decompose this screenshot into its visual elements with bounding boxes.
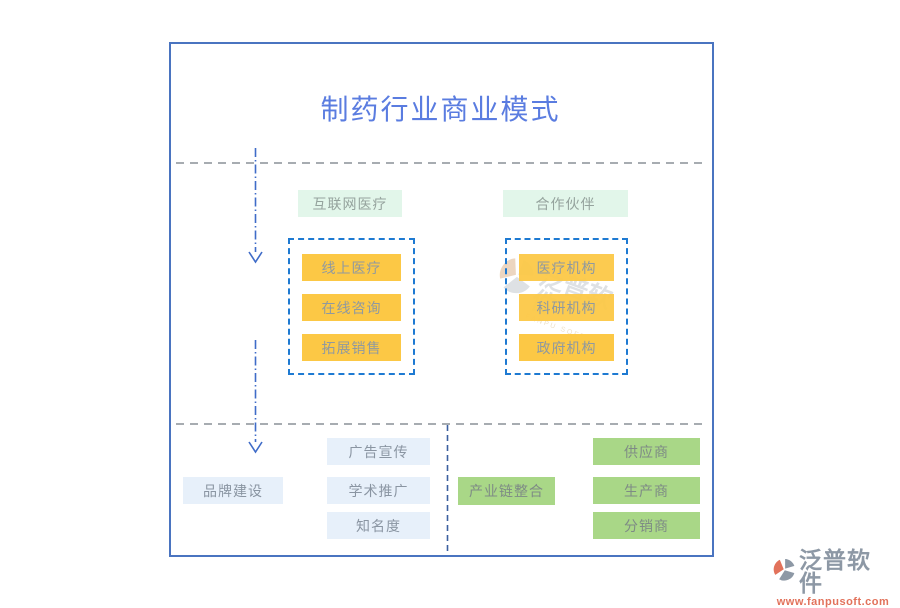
chip-manufacturer: 生产商	[593, 477, 700, 504]
item-research-institution: 科研机构	[519, 294, 614, 321]
group-label-internet-healthcare: 互联网医疗	[298, 190, 402, 217]
item-expand-sales: 拓展销售	[302, 334, 401, 361]
group-label-partners: 合作伙伴	[503, 190, 628, 217]
item-online-consult: 在线咨询	[302, 294, 401, 321]
group-container-internet-healthcare: 线上医疗 在线咨询 拓展销售	[288, 238, 415, 375]
chip-brand-building: 品牌建设	[183, 477, 283, 504]
chip-distributor: 分销商	[593, 512, 700, 539]
chip-awareness: 知名度	[327, 512, 430, 539]
chip-advertising: 广告宣传	[327, 438, 430, 465]
fanpu-fan-icon	[772, 557, 797, 587]
item-online-medical: 线上医疗	[302, 254, 401, 281]
item-government-institution: 政府机构	[519, 334, 614, 361]
chip-industry-chain-integration: 产业链整合	[458, 477, 555, 505]
fanpu-brand-logo: 泛普软件 www.fanpusoft.com	[772, 549, 894, 608]
group-container-partners: 医疗机构 科研机构 政府机构	[505, 238, 628, 375]
item-medical-institution: 医疗机构	[519, 254, 614, 281]
brand-url: www.fanpusoft.com	[776, 596, 890, 608]
chip-academic-promotion: 学术推广	[327, 477, 430, 504]
chip-supplier: 供应商	[593, 438, 700, 465]
diagram-frame	[169, 42, 714, 557]
brand-name: 泛普软件	[799, 548, 871, 596]
diagram-title: 制药行业商业模式	[320, 95, 561, 126]
